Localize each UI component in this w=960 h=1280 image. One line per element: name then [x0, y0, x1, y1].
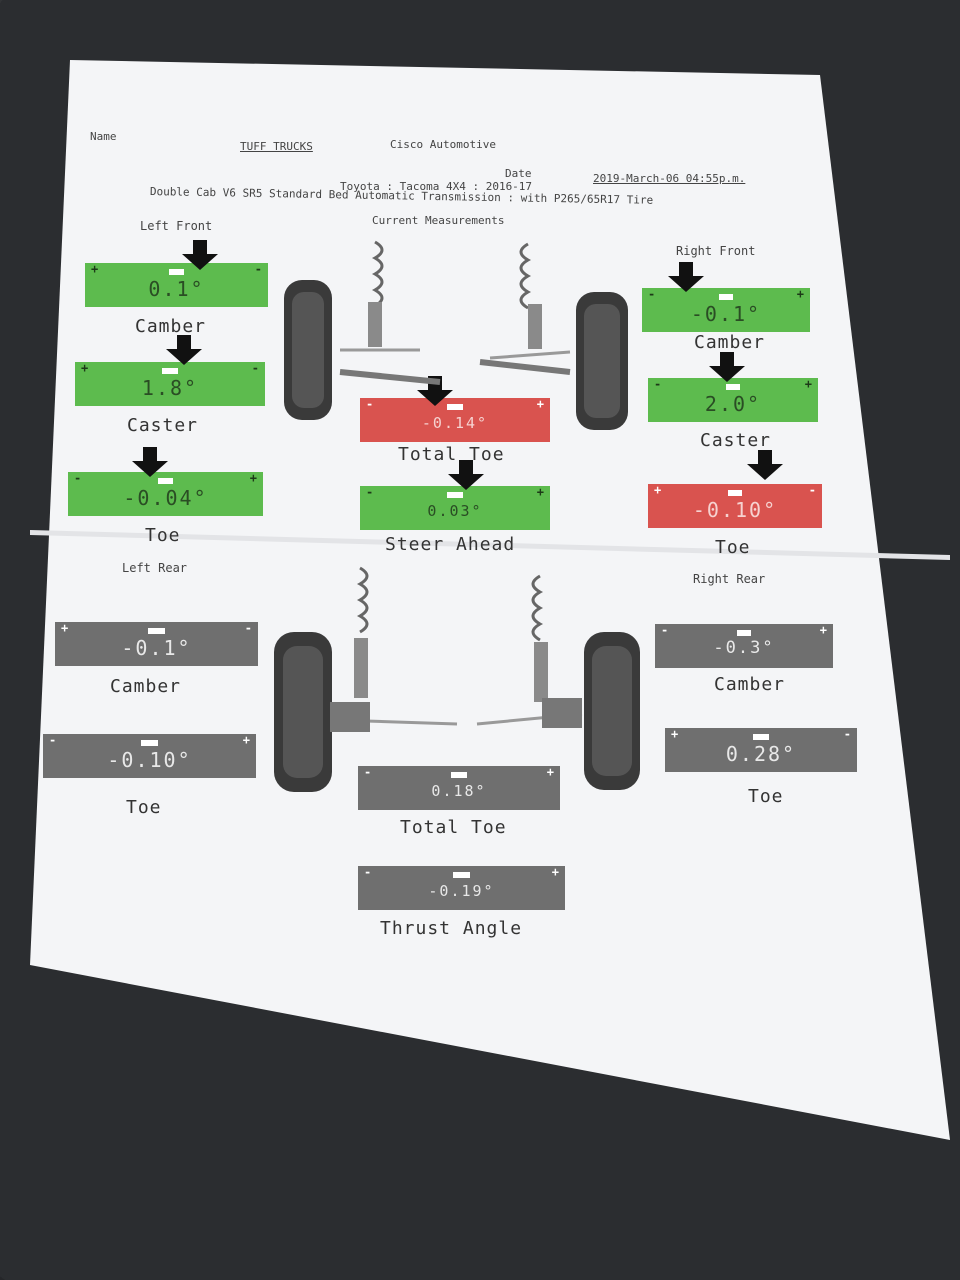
date-value: 2019-March-06 04:55p.m. [593, 172, 746, 185]
left-front-title: Left Front [140, 219, 213, 233]
plus-sign: + [796, 287, 804, 301]
left-front-caster-gauge: + - 1.8° [75, 361, 265, 406]
right-front-caster-label: Caster [700, 430, 772, 451]
right-front-camber-gauge: - + -0.1° [642, 287, 810, 332]
right-front-toe-gauge: + - -0.10° [648, 483, 822, 528]
left-front-camber-label: Camber [135, 316, 207, 337]
right-front-caster-gauge: - + 2.0° [648, 377, 818, 422]
left-rear-toe-label: Toe [126, 797, 162, 818]
rear-total-toe-gauge: - + 0.18° [358, 765, 560, 810]
plus-sign: + [819, 623, 827, 637]
minus-sign: - [254, 262, 262, 276]
plus-sign: + [249, 471, 257, 485]
rear-suspension-illustration [274, 566, 640, 792]
thrust-angle-label: Thrust Angle [380, 918, 523, 939]
minus-sign: - [244, 621, 252, 635]
right-front-camber-label: Camber [694, 332, 766, 353]
minus-sign: - [843, 727, 851, 741]
rear-total-toe-value: 0.18° [431, 782, 487, 800]
thrust-angle-gauge: - + -0.19° [358, 865, 565, 910]
left-front-toe-gauge: - + -0.04° [68, 471, 263, 516]
right-front-caster-value: 2.0° [704, 392, 762, 416]
minus-sign: - [251, 361, 259, 375]
steer-ahead-label: Steer Ahead [385, 534, 516, 555]
thrust-angle-value: -0.19° [428, 882, 495, 900]
minus-sign: - [648, 287, 656, 301]
rear-total-toe-label: Total Toe [400, 817, 507, 838]
minus-sign: - [661, 623, 669, 637]
vehicle-model: Toyota : Tacoma 4X4 : 2016-17 [340, 180, 533, 193]
left-front-caster-label: Caster [127, 415, 199, 436]
left-front-toe-label: Toe [145, 525, 181, 546]
customer-name: TUFF TRUCKS [240, 140, 313, 153]
left-front-toe-value: -0.04° [123, 486, 208, 510]
plus-sign: + [546, 765, 554, 779]
left-rear-camber-value: -0.1° [121, 636, 192, 660]
minus-sign: - [808, 483, 816, 497]
right-rear-toe-gauge: + - 0.28° [665, 727, 857, 772]
right-rear-camber-label: Camber [714, 674, 786, 695]
plus-sign: + [81, 361, 89, 375]
right-front-camber-value: -0.1° [690, 302, 762, 326]
plus-sign: + [671, 727, 679, 741]
left-front-camber-value: 0.1° [148, 277, 205, 301]
left-rear-toe-gauge: - + -0.10° [43, 733, 256, 778]
plus-sign: + [804, 377, 812, 391]
minus-sign: - [74, 471, 82, 485]
steer-ahead-gauge: - + 0.03° [360, 485, 550, 530]
right-rear-toe-value: 0.28° [725, 742, 797, 766]
minus-sign: - [366, 485, 374, 499]
right-front-title: Right Front [676, 244, 756, 258]
section-title: Current Measurements [372, 214, 505, 227]
right-rear-toe-label: Toe [748, 786, 784, 807]
left-rear-camber-label: Camber [110, 676, 182, 697]
right-front-toe-value: -0.10° [692, 498, 778, 522]
minus-sign: - [654, 377, 662, 391]
right-rear-camber-value: -0.3° [713, 638, 775, 658]
plus-sign: + [551, 865, 559, 879]
minus-sign: - [49, 733, 57, 747]
plus-sign: + [536, 397, 544, 411]
front-suspension-illustration [284, 240, 628, 430]
plus-sign: + [536, 485, 544, 499]
plus-sign: + [61, 621, 69, 635]
minus-sign: - [364, 765, 372, 779]
front-total-toe-value: -0.14° [421, 414, 489, 432]
shop-name: Cisco Automotive [390, 138, 496, 151]
plus-sign: + [654, 483, 662, 497]
left-rear-title: Left Rear [122, 561, 188, 575]
minus-sign: - [366, 397, 374, 411]
left-front-caster-value: 1.8° [141, 376, 199, 400]
steer-ahead-value: 0.03° [427, 502, 483, 520]
date-label: Date [505, 167, 532, 180]
right-rear-camber-gauge: - + -0.3° [655, 623, 833, 668]
plus-sign: + [91, 262, 99, 276]
plus-sign: + [242, 733, 250, 747]
right-rear-title: Right Rear [693, 572, 766, 586]
front-total-toe-label: Total Toe [398, 444, 505, 465]
left-front-camber-gauge: + - 0.1° [85, 262, 268, 307]
minus-sign: - [364, 865, 372, 879]
left-rear-camber-gauge: + - -0.1° [55, 621, 258, 666]
right-front-toe-label: Toe [715, 537, 751, 558]
front-total-toe-gauge: - + -0.14° [360, 397, 550, 442]
left-rear-toe-value: -0.10° [107, 748, 192, 772]
name-label: Name [90, 130, 117, 143]
